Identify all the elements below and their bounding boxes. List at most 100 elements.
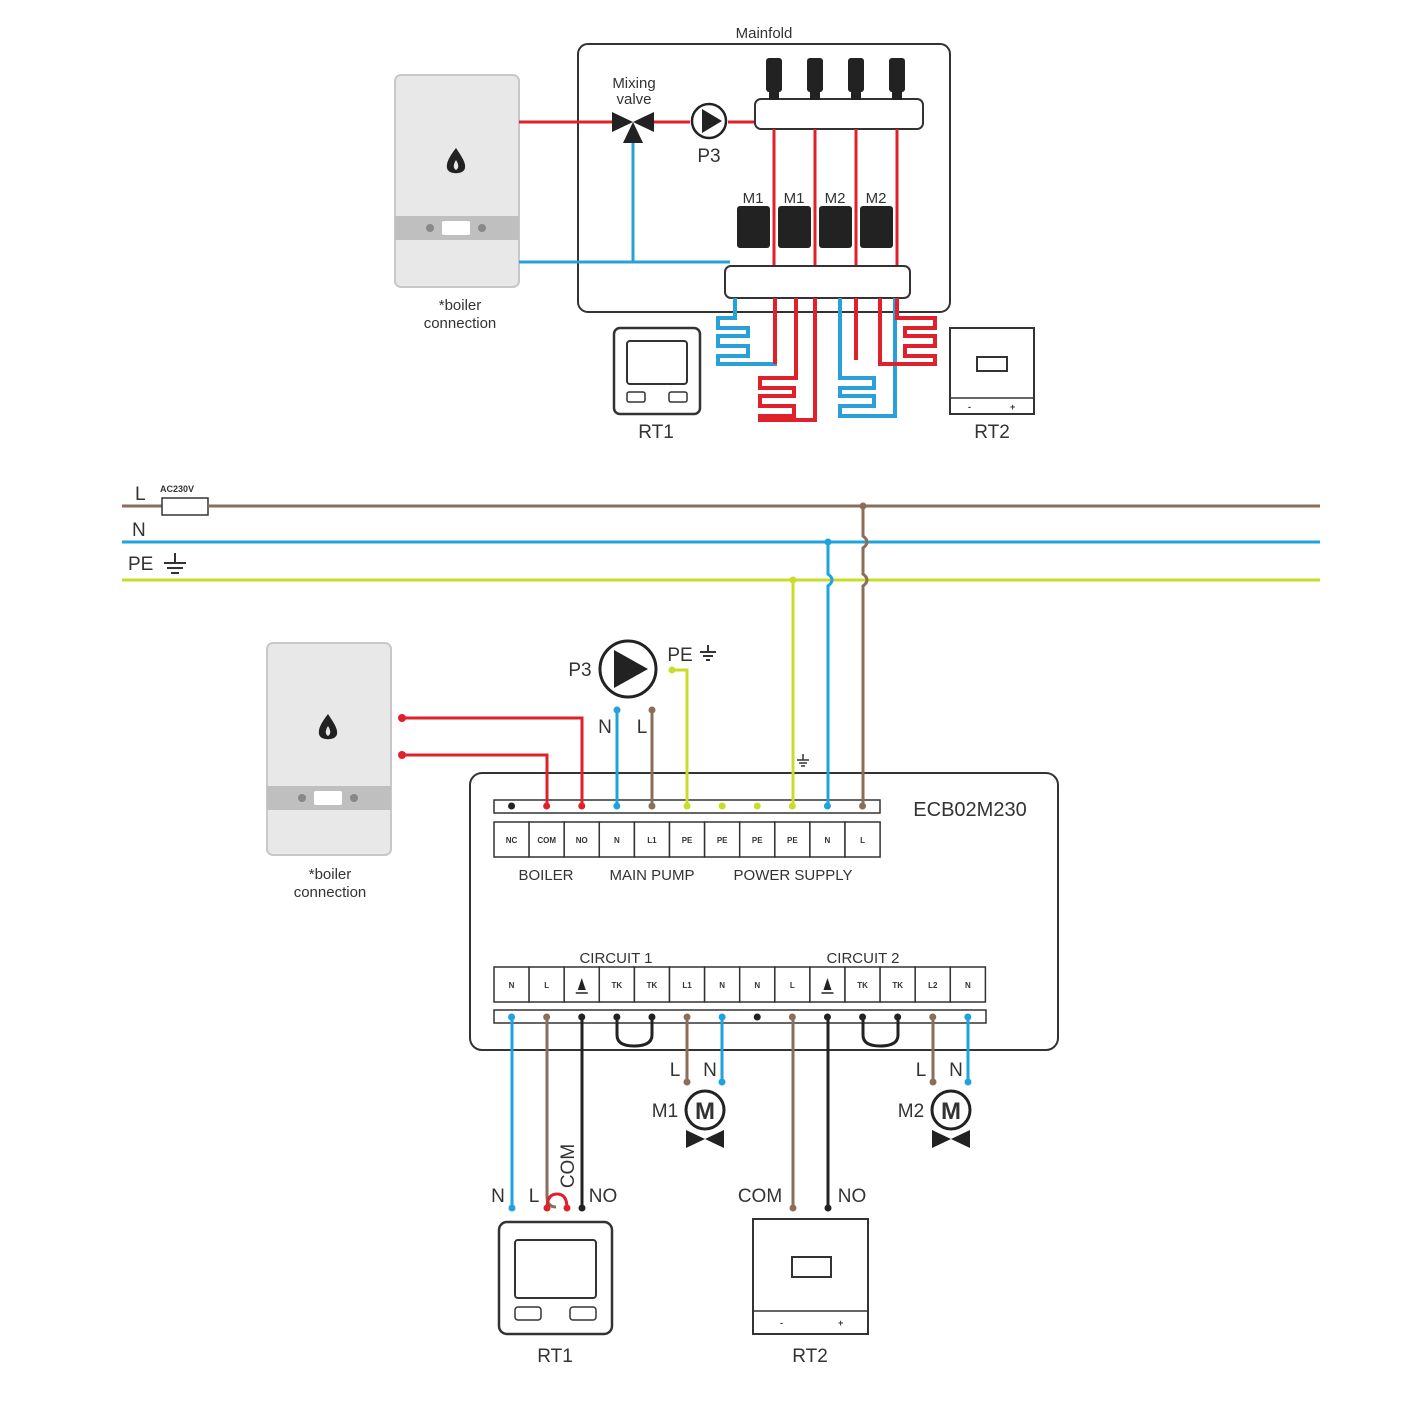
manifold-label: Mainfold bbox=[736, 25, 793, 42]
m2-actuator-icon: M bbox=[930, 1089, 972, 1148]
n-label: N bbox=[132, 520, 146, 541]
svg-text:L: L bbox=[860, 836, 865, 845]
pump-l-label: L bbox=[637, 717, 648, 738]
earth-icon bbox=[797, 754, 809, 767]
rt2-wires bbox=[791, 1017, 830, 1208]
pump-bottom-icon bbox=[598, 639, 658, 699]
relay-contact-icon bbox=[577, 978, 586, 990]
svg-text:L: L bbox=[544, 981, 549, 990]
m1-label: M1 bbox=[652, 1101, 678, 1122]
earth-icon bbox=[164, 553, 186, 574]
top-screw-6 bbox=[718, 802, 726, 810]
return-manifold-bar bbox=[724, 265, 911, 299]
mixing-valve-label-1: Mixing bbox=[612, 75, 655, 92]
top-terminal-9: N bbox=[809, 821, 846, 858]
bottom-terminal-7: N bbox=[738, 966, 776, 1003]
pump-top-icon bbox=[690, 102, 728, 140]
m2-n-label: N bbox=[949, 1060, 963, 1081]
mains-lines: L AC230V N PE bbox=[122, 484, 1320, 582]
power-supply-wires bbox=[791, 506, 869, 806]
rt1-wires bbox=[510, 1017, 584, 1209]
boiler-relay-wires bbox=[402, 716, 584, 806]
rt1-top-thermostat bbox=[612, 326, 702, 416]
boiler-caption-top-1: *boiler bbox=[439, 297, 482, 314]
svg-text:TK: TK bbox=[612, 981, 623, 990]
top-terminal-3: N bbox=[598, 821, 636, 858]
boiler-caption-top-2: connection bbox=[424, 315, 497, 332]
jumper-circuit2 bbox=[861, 1017, 900, 1048]
svg-text:NC: NC bbox=[506, 836, 518, 845]
rt1-l-label: L bbox=[529, 1186, 540, 1207]
m2-l-label: L bbox=[916, 1060, 927, 1081]
manifold-risers bbox=[772, 129, 899, 265]
bottom-terminal-2 bbox=[563, 966, 601, 1003]
svg-text:L1: L1 bbox=[682, 981, 692, 990]
svg-text:PE: PE bbox=[682, 836, 693, 845]
top-terminal-5: PE bbox=[668, 821, 706, 858]
svg-text:COM: COM bbox=[537, 836, 556, 845]
svg-text:+: + bbox=[838, 1318, 843, 1328]
bottom-terminal-10: TK bbox=[844, 966, 881, 1003]
bottom-terminal-9 bbox=[809, 966, 846, 1003]
jumper-circuit1 bbox=[615, 1017, 654, 1048]
top-screw-0 bbox=[508, 802, 516, 810]
bottom-terminal-6: N bbox=[703, 966, 741, 1003]
actuator-label-3: M2 bbox=[825, 190, 846, 207]
svg-text:L: L bbox=[790, 981, 795, 990]
m2-label: M2 bbox=[898, 1101, 924, 1122]
rt1-no-label: NO bbox=[589, 1186, 618, 1207]
l-label: L bbox=[135, 484, 146, 505]
circuit1-label: CIRCUIT 1 bbox=[579, 950, 652, 967]
bottom-terminal-5: L1 bbox=[668, 966, 706, 1003]
bottom-screw-7 bbox=[753, 1013, 761, 1021]
svg-text:PE: PE bbox=[787, 836, 798, 845]
bottom-terminal-0: N bbox=[493, 966, 530, 1003]
flame-icon bbox=[446, 148, 466, 174]
top-terminal-0: NC bbox=[493, 821, 530, 858]
pump-bottom-label: P3 bbox=[568, 660, 591, 681]
heating-loops bbox=[716, 298, 937, 422]
manifold-frame bbox=[577, 43, 951, 313]
group-main-pump: MAIN PUMP bbox=[609, 867, 694, 884]
rt1-n-label: N bbox=[491, 1186, 505, 1207]
svg-text:L1: L1 bbox=[647, 836, 657, 845]
bottom-terminal-3: TK bbox=[598, 966, 636, 1003]
rt2-top-label: RT2 bbox=[974, 422, 1010, 443]
pe-label: PE bbox=[128, 554, 153, 575]
flame-icon bbox=[318, 714, 338, 740]
relay-contact-icon bbox=[823, 978, 832, 990]
top-terminal-6: PE bbox=[703, 821, 741, 858]
bottom-terminal-13: N bbox=[949, 966, 987, 1003]
group-boiler: BOILER bbox=[518, 867, 573, 884]
mixing-valve-icon bbox=[612, 112, 654, 143]
svg-text:L2: L2 bbox=[928, 981, 938, 990]
rt2-no-label: NO bbox=[838, 1186, 867, 1207]
svg-text:N: N bbox=[754, 981, 760, 990]
rt2-bottom-label: RT2 bbox=[792, 1346, 828, 1367]
svg-text:PE: PE bbox=[717, 836, 728, 845]
bottom-terminal-11: TK bbox=[879, 966, 916, 1003]
rt1-bottom-thermostat bbox=[497, 1220, 614, 1336]
hydraulic-scheme: Mainfold *boiler connection Mixing valve bbox=[394, 25, 1035, 443]
svg-text:N: N bbox=[965, 981, 971, 990]
pump-wires bbox=[615, 668, 689, 806]
svg-text:N: N bbox=[825, 836, 831, 845]
m1-l-label: L bbox=[670, 1060, 681, 1081]
bottom-terminal-8: L bbox=[774, 966, 811, 1003]
bottom-terminal-4: TK bbox=[633, 966, 671, 1003]
pump-n-label: N bbox=[598, 717, 612, 738]
actuator-label-1: M1 bbox=[743, 190, 764, 207]
svg-text:TK: TK bbox=[857, 981, 868, 990]
earth-icon bbox=[700, 645, 716, 661]
circuit2-label: CIRCUIT 2 bbox=[826, 950, 899, 967]
svg-text:N: N bbox=[719, 981, 725, 990]
flow-meters bbox=[766, 58, 905, 100]
svg-text:PE: PE bbox=[752, 836, 763, 845]
top-terminal-8: PE bbox=[774, 821, 811, 858]
top-terminal-10: L bbox=[844, 821, 881, 858]
group-power-supply: POWER SUPPLY bbox=[734, 867, 853, 884]
pump-top-label: P3 bbox=[697, 146, 720, 167]
bottom-terminal-1: L bbox=[528, 966, 565, 1003]
svg-text:+: + bbox=[1010, 402, 1015, 412]
fuse-label: AC230V bbox=[160, 484, 194, 494]
